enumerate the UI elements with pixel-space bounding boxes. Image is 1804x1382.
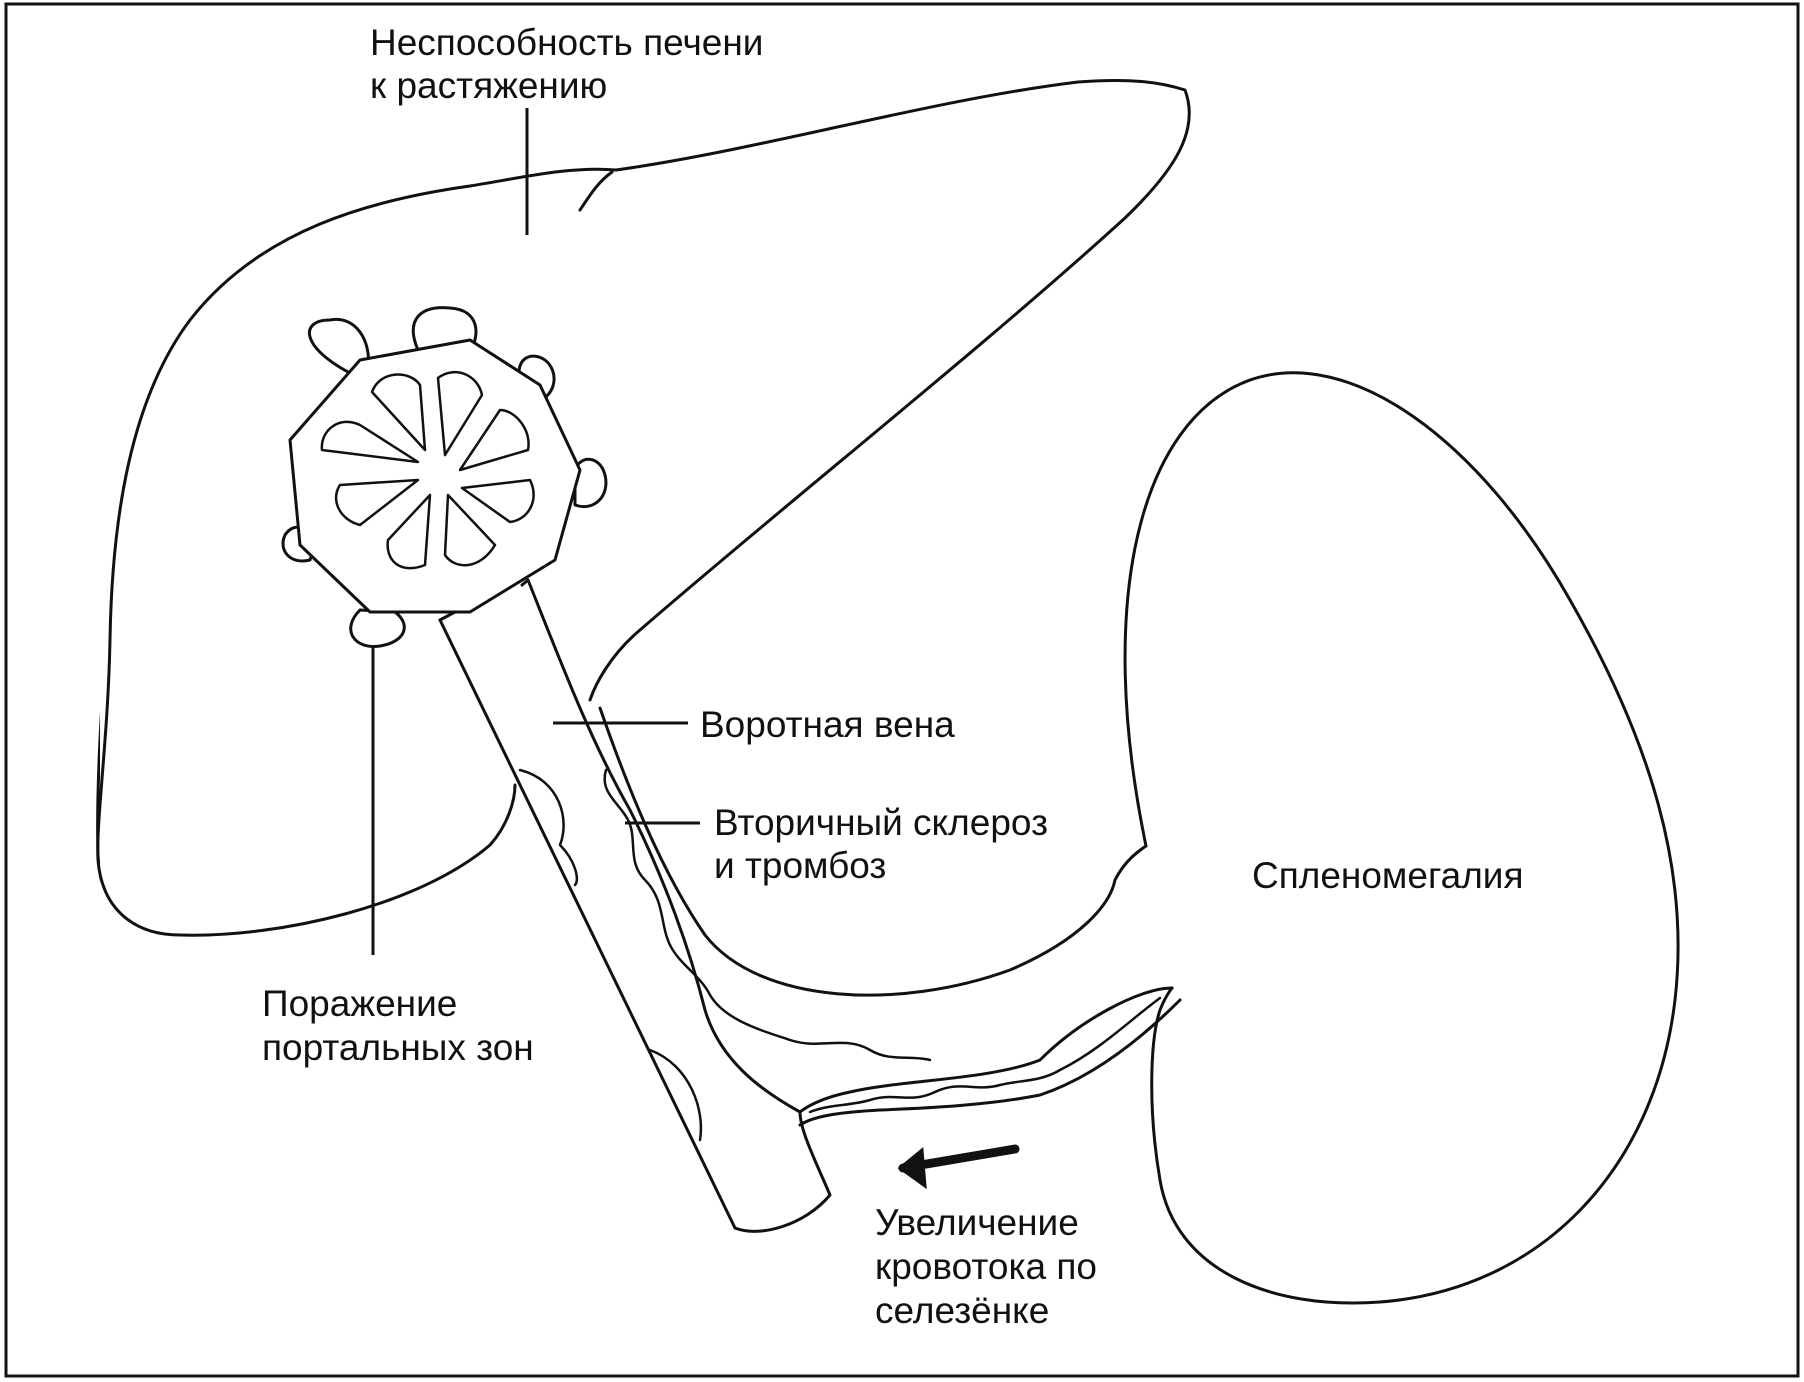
portal-vein-bulge-lower: [648, 1048, 703, 1142]
label-sclerosis-line1: Вторичный склероз: [714, 802, 1048, 843]
splenic-vein-lower: [798, 998, 1182, 1127]
label-sclerosis-line2: и тромбоз: [714, 845, 886, 886]
portal-vein-bulge-upper: [518, 768, 579, 887]
frame-border: [4, 2, 1800, 1378]
label-liver-distension-line1: Неспособность печени: [370, 22, 763, 63]
label-portal-zones-line1: Поражение: [262, 983, 457, 1024]
label-portal-zones-line2: портальных зон: [262, 1027, 534, 1068]
liver: [588, 78, 1191, 702]
node-right: [573, 457, 608, 508]
flow-arrow-head: [897, 1147, 927, 1190]
label-splenic-flow-line2: кровотока по: [875, 1246, 1097, 1287]
label-splenic-flow-line3: селезёнке: [875, 1290, 1049, 1331]
portal-vein-join-left: [438, 610, 457, 622]
portal-tract-lobule: [281, 306, 608, 648]
splenic-vein-sclerosis: [808, 996, 1162, 1114]
spoke-cell-4: [460, 478, 535, 524]
node-bottom: [349, 608, 406, 648]
spoke-cell-7: [334, 478, 420, 527]
spoke-cell-2: [436, 370, 484, 457]
portal-vein-right-wall: [526, 578, 802, 1114]
spoke-cell-1: [370, 373, 427, 452]
spoke-cell-3: [458, 408, 530, 472]
label-splenomegaly: Спленомегалия: [1252, 855, 1524, 896]
spoke-cell-8: [320, 420, 420, 464]
label-portal-vein: Воротная вена: [700, 704, 955, 745]
mask: [100, 60, 1700, 1360]
label-liver-distension-line2: к растяжению: [370, 65, 607, 106]
spleen: [1123, 371, 1680, 1305]
portal-vein-sclerosis-right: [603, 768, 932, 1062]
spoke-cell-5: [443, 493, 497, 567]
splenic-vein-upper: [798, 986, 1174, 1114]
label-splenic-flow-line1: Увеличение: [875, 1202, 1079, 1243]
node-upper-right: [517, 354, 556, 402]
spoke-cell-6: [386, 493, 432, 570]
node-upper-left: [307, 317, 371, 380]
liver-notch: [578, 170, 614, 212]
lobule-octagon: [288, 338, 582, 614]
liver-lower-right-edge: [598, 706, 1148, 997]
portal-vein-tip: [733, 1110, 832, 1233]
portal-vein-join-right: [520, 578, 530, 587]
portal-vein-left-wall: [438, 618, 737, 1230]
